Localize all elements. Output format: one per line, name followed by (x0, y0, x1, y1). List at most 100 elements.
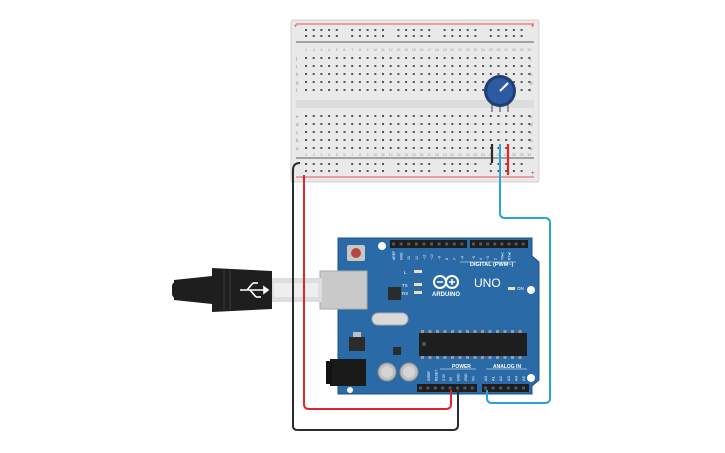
breadboard-hole[interactable] (366, 139, 369, 141)
power-header[interactable] (417, 384, 477, 392)
breadboard-hole[interactable] (397, 89, 400, 91)
breadboard-hole[interactable] (389, 89, 392, 91)
rail-hole[interactable] (335, 29, 338, 31)
breadboard-hole[interactable] (505, 65, 508, 67)
breadboard-hole[interactable] (405, 81, 408, 83)
header-pin[interactable] (500, 242, 504, 246)
breadboard-hole[interactable] (412, 147, 415, 149)
rail-hole[interactable] (497, 170, 500, 172)
breadboard-hole[interactable] (520, 89, 523, 91)
breadboard-hole[interactable] (451, 65, 454, 67)
breadboard-hole[interactable] (374, 115, 377, 117)
breadboard-hole[interactable] (320, 81, 323, 83)
breadboard-hole[interactable] (482, 131, 485, 133)
breadboard-hole[interactable] (420, 147, 423, 149)
breadboard-hole[interactable] (482, 147, 485, 149)
rail-hole[interactable] (382, 35, 384, 37)
breadboard-hole[interactable] (405, 123, 408, 125)
breadboard-hole[interactable] (366, 81, 369, 83)
breadboard-hole[interactable] (435, 73, 438, 75)
breadboard-hole[interactable] (497, 65, 500, 67)
breadboard-hole[interactable] (397, 123, 400, 125)
breadboard-hole[interactable] (512, 123, 515, 125)
breadboard-hole[interactable] (482, 57, 485, 59)
breadboard-hole[interactable] (358, 131, 361, 133)
breadboard-hole[interactable] (451, 147, 454, 149)
breadboard-hole[interactable] (366, 89, 369, 91)
breadboard-hole[interactable] (335, 131, 338, 133)
rail-hole[interactable] (512, 170, 515, 172)
breadboard-hole[interactable] (520, 131, 523, 133)
breadboard-hole[interactable] (405, 139, 408, 141)
header-pin[interactable] (426, 386, 430, 390)
breadboard-hole[interactable] (520, 123, 523, 125)
breadboard-hole[interactable] (451, 131, 454, 133)
breadboard-hole[interactable] (389, 115, 392, 117)
breadboard-hole[interactable] (389, 139, 392, 141)
rail-hole[interactable] (312, 163, 315, 165)
breadboard-hole[interactable] (428, 57, 431, 59)
breadboard-hole[interactable] (374, 89, 377, 91)
breadboard-hole[interactable] (397, 73, 400, 75)
header-pin[interactable] (452, 242, 456, 246)
breadboard-hole[interactable] (474, 131, 477, 133)
rail-hole[interactable] (459, 29, 461, 31)
breadboard-hole[interactable] (482, 65, 485, 67)
breadboard-hole[interactable] (312, 73, 315, 75)
breadboard-hole[interactable] (505, 73, 508, 75)
rail-hole[interactable] (420, 170, 423, 172)
breadboard-hole[interactable] (482, 115, 485, 117)
rail-hole[interactable] (420, 35, 423, 37)
breadboard-hole[interactable] (351, 73, 354, 75)
breadboard-hole[interactable] (320, 123, 323, 125)
breadboard-hole[interactable] (435, 123, 438, 125)
breadboard-hole[interactable] (312, 115, 315, 117)
breadboard-hole[interactable] (305, 73, 307, 75)
usb-cable[interactable] (172, 268, 368, 312)
breadboard-hole[interactable] (443, 115, 446, 117)
rail-hole[interactable] (382, 163, 384, 165)
breadboard-hole[interactable] (466, 115, 469, 117)
breadboard-hole[interactable] (412, 123, 415, 125)
breadboard-hole[interactable] (382, 139, 384, 141)
breadboard-hole[interactable] (366, 147, 369, 149)
breadboard-hole[interactable] (474, 147, 477, 149)
rail-hole[interactable] (374, 35, 377, 37)
rail-hole[interactable] (520, 170, 523, 172)
breadboard-hole[interactable] (305, 65, 307, 67)
breadboard-hole[interactable] (489, 123, 492, 125)
breadboard-hole[interactable] (405, 73, 408, 75)
breadboard-hole[interactable] (520, 147, 523, 149)
breadboard-hole[interactable] (420, 123, 423, 125)
breadboard-hole[interactable] (389, 73, 392, 75)
breadboard-hole[interactable] (374, 147, 377, 149)
breadboard-hole[interactable] (474, 123, 477, 125)
header-pin[interactable] (514, 242, 518, 246)
breadboard-hole[interactable] (351, 139, 354, 141)
breadboard-hole[interactable] (497, 147, 500, 149)
breadboard-hole[interactable] (482, 139, 485, 141)
dc-power-jack[interactable] (326, 359, 366, 386)
rail-hole[interactable] (374, 29, 377, 31)
breadboard-hole[interactable] (520, 57, 523, 59)
breadboard-hole[interactable] (351, 123, 354, 125)
breadboard-hole[interactable] (412, 73, 415, 75)
rail-hole[interactable] (466, 35, 469, 37)
breadboard-hole[interactable] (459, 65, 461, 67)
breadboard-hole[interactable] (335, 123, 338, 125)
breadboard-hole[interactable] (528, 89, 531, 91)
breadboard-hole[interactable] (343, 73, 346, 75)
breadboard-hole[interactable] (343, 57, 346, 59)
breadboard-hole[interactable] (305, 81, 307, 83)
rail-hole[interactable] (428, 170, 431, 172)
breadboard-hole[interactable] (374, 131, 377, 133)
rail-hole[interactable] (328, 163, 331, 165)
rail-hole[interactable] (520, 29, 523, 31)
breadboard-hole[interactable] (397, 139, 400, 141)
breadboard-hole[interactable] (420, 139, 423, 141)
rail-hole[interactable] (505, 170, 508, 172)
breadboard-hole[interactable] (482, 73, 485, 75)
rail-hole[interactable] (505, 35, 508, 37)
rail-hole[interactable] (428, 29, 431, 31)
breadboard-hole[interactable] (482, 123, 485, 125)
